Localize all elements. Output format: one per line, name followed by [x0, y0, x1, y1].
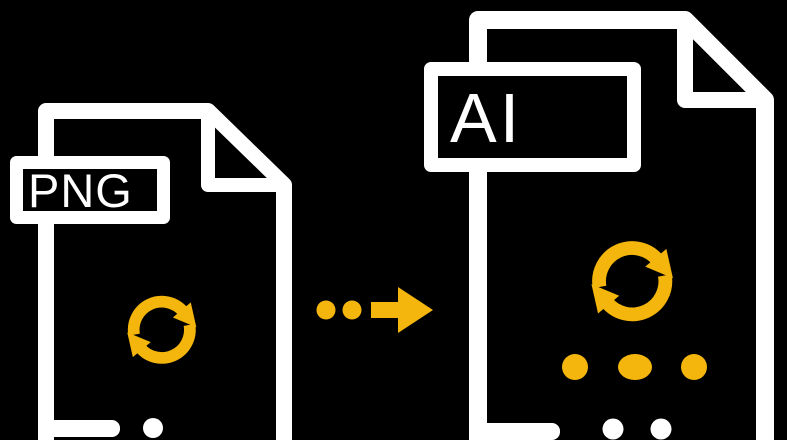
conversion-connector — [316, 287, 433, 333]
target-bottom-dot-icon — [650, 418, 672, 440]
source-bottom-edge — [40, 420, 120, 437]
right-arrow-icon — [371, 287, 433, 333]
target-folded-corner-icon — [677, 12, 773, 108]
target-format-label-box — [424, 62, 641, 172]
target-bottom-edge — [472, 423, 560, 440]
source-file: PNG — [10, 103, 292, 440]
source-bottom-dot-icon — [143, 418, 163, 438]
target-bottom-dot-icon — [602, 418, 624, 440]
target-format-label: AI — [450, 79, 522, 157]
source-folded-corner-icon — [201, 104, 291, 192]
source-format-label: PNG — [28, 164, 133, 217]
ellipsis-dot — [618, 354, 652, 380]
ellipsis-dots-icon — [562, 354, 707, 380]
ellipsis-dot — [681, 354, 707, 380]
source-format-label-box — [10, 156, 170, 224]
ellipsis-dot — [562, 354, 588, 380]
trail-dot-icon — [342, 300, 362, 320]
trail-dot-icon — [316, 300, 336, 320]
target-file: AI — [424, 11, 774, 440]
